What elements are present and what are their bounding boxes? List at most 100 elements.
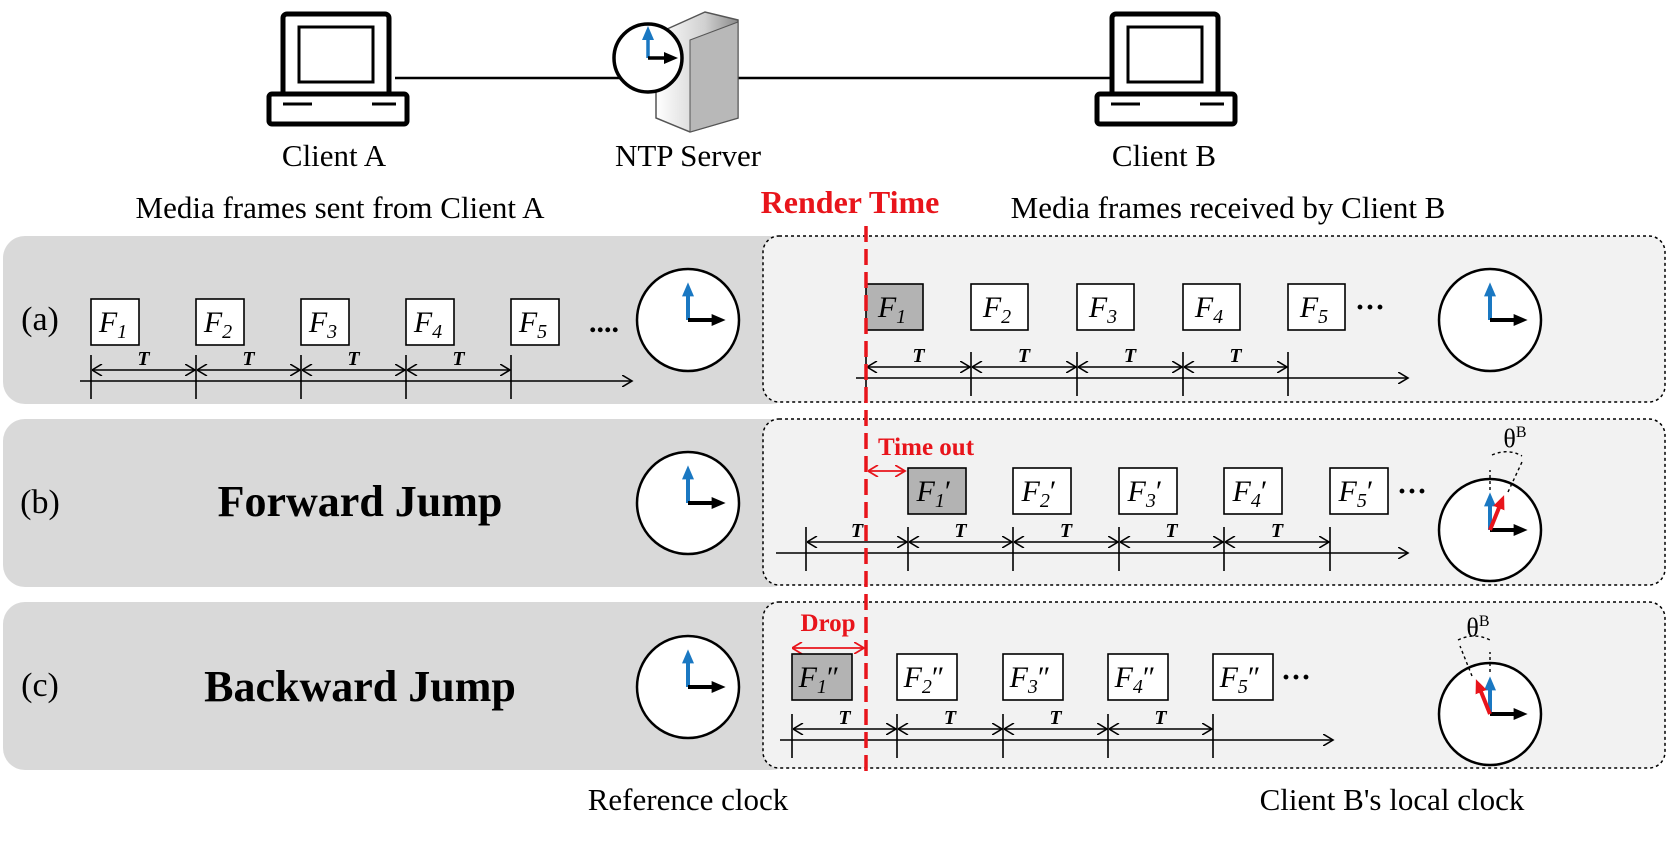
recv-c-frame-box-2 — [896, 653, 958, 701]
recv-b-frame-2-label: F2′ — [1021, 475, 1057, 512]
recv-a-timeline-period-label-0: T — [912, 345, 925, 367]
recv-b-frame-1: F1′ — [907, 467, 967, 515]
sent-frame-4-label: F4 — [413, 306, 442, 343]
sent-header: Media frames sent from Client A — [136, 190, 546, 225]
sent-frame-box-1 — [90, 298, 140, 346]
recv-b-frame-box-5 — [1329, 467, 1389, 515]
sent-frame-2-label: F2 — [203, 306, 232, 343]
recv-c-frame-box-5 — [1212, 653, 1274, 701]
recv-b-timeline-period-label-2: T — [1060, 520, 1073, 542]
forward-jump-title: Forward Jump — [218, 477, 503, 526]
server-icon — [612, 11, 739, 133]
sent-frame-5: F5 — [510, 298, 560, 346]
local-clock-icon-b — [1437, 477, 1543, 583]
recv-b-frame-box-2 — [1012, 467, 1072, 515]
sent-frame-box-2 — [195, 298, 245, 346]
row-label-2: (c) — [21, 667, 59, 704]
reference-clock-icon-2 — [635, 634, 741, 740]
client-a-label: Client A — [282, 138, 387, 173]
recv-c-frame-box-4 — [1107, 653, 1169, 701]
local-clock-icon-a — [1437, 267, 1543, 373]
left-panel-0 — [3, 236, 793, 404]
recv-c-frame-2: F2″ — [896, 653, 958, 701]
recv-a-timeline-period-label-3: T — [1229, 345, 1242, 367]
recv-a-frame-3-label: F3 — [1088, 291, 1117, 328]
sent-frame-3-label: F3 — [308, 306, 337, 343]
recv-c-frame-1: F1″ — [791, 653, 853, 701]
recv-c-frame-2-label: F2″ — [903, 661, 945, 698]
recv-b-frame-box-3 — [1118, 467, 1178, 515]
received-header: Media frames received by Client B — [1011, 190, 1446, 225]
recv-a-frame-1: F1 — [865, 283, 924, 331]
reference-clock-icon-0 — [635, 267, 741, 373]
recv-c-frame-3-label: F3″ — [1009, 661, 1051, 698]
sent-frame-4: F4 — [405, 298, 455, 346]
recv-b-timeline-period-label-1: T — [954, 520, 967, 542]
recv-a-frame-5: F5 — [1287, 283, 1346, 331]
sent-frame-2: F2 — [195, 298, 245, 346]
recv-a-ellipsis: ··· — [1355, 291, 1385, 324]
recv-a-frame-box-3 — [1076, 283, 1135, 331]
theta-c-guide — [1459, 645, 1491, 677]
recv-a-frame-4-label: F4 — [1194, 291, 1223, 328]
theta-c-label: θB — [1466, 613, 1489, 642]
recv-a-frame-box-5 — [1287, 283, 1346, 331]
recv-b-frame-4: F4′ — [1223, 467, 1283, 515]
row-label-0: (a) — [21, 301, 59, 338]
recv-b-frame-box-4 — [1223, 467, 1283, 515]
recv-b-frame-5-label: F5′ — [1338, 475, 1374, 512]
recv-a-frame-2: F2 — [970, 283, 1029, 331]
recv-a-frame-box-4 — [1182, 283, 1241, 331]
computer-icon-client-a — [266, 11, 410, 127]
recv-a-frame-box-2 — [970, 283, 1029, 331]
recv-b-frame-3: F3′ — [1118, 467, 1178, 515]
recv-a-frame-1-label: F1 — [877, 291, 906, 328]
recv-a-frame-3: F3 — [1076, 283, 1135, 331]
local-clock-icon-b-hand-red — [1488, 495, 1505, 531]
sent-timeline-period-label-3: T — [452, 348, 465, 370]
render-time-label: Render Time — [761, 184, 940, 220]
sent-frame-box-5 — [510, 298, 560, 346]
recv-c-timeline-period-label-1: T — [944, 707, 957, 729]
recv-a-frame-4: F4 — [1182, 283, 1241, 331]
local-clock-icon-c-hand-red — [1475, 679, 1492, 715]
recv-c-frame-box-3 — [1002, 653, 1064, 701]
recv-b-frame-1-label: F1′ — [916, 475, 952, 512]
sent-frame-1-label: F1 — [98, 306, 127, 343]
timeout-label: Time out — [878, 434, 975, 461]
recv-a-frame-5-label: F5 — [1299, 291, 1328, 328]
recv-b-frame-5: F5′ — [1329, 467, 1389, 515]
local-clock-icon-c — [1437, 661, 1543, 767]
recv-c-frame-1-label: F1″ — [798, 661, 840, 698]
reference-clock-icon-1 — [635, 450, 741, 556]
drop-label: Drop — [800, 610, 855, 637]
recv-a-frame-box-1 — [865, 283, 924, 331]
recv-c-frame-box-1 — [791, 653, 853, 701]
recv-c-frame-5: F5″ — [1212, 653, 1274, 701]
backward-jump-title: Backward Jump — [204, 662, 516, 711]
sent-frame-3: F3 — [300, 298, 350, 346]
recv-a-timeline-period-label-1: T — [1018, 345, 1031, 367]
recv-c-frame-4-label: F4″ — [1114, 661, 1156, 698]
sent-frame-box-4 — [405, 298, 455, 346]
recv-c-frame-5-label: F5″ — [1219, 661, 1261, 698]
sent-ellipsis: .... — [589, 306, 619, 339]
recv-c-frame-3: F3″ — [1002, 653, 1064, 701]
local-clock-label: Client B's local clock — [1260, 782, 1525, 817]
sent-timeline-period-label-0: T — [137, 348, 150, 370]
recv-c-timeline-period-label-2: T — [1049, 707, 1062, 729]
recv-b-frame-box-1 — [907, 467, 967, 515]
left-panel-1 — [3, 419, 793, 587]
sent-frame-1: F1 — [90, 298, 140, 346]
sent-frame-box-3 — [300, 298, 350, 346]
client-b-label: Client B — [1112, 138, 1216, 173]
computer-icon-client-b — [1094, 11, 1238, 127]
theta-c-arc — [1457, 635, 1491, 641]
recv-c-ellipsis: ··· — [1281, 661, 1311, 694]
